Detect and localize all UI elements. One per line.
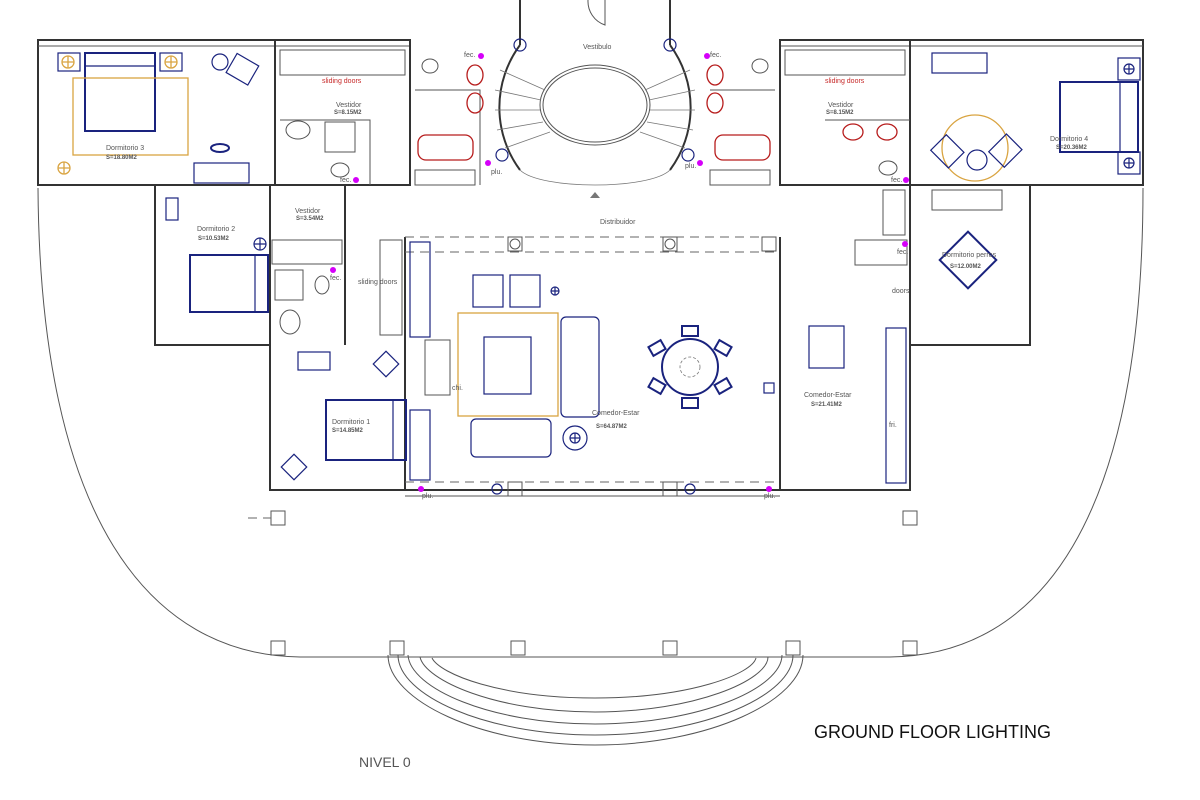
room-area-perros: S=12.00M2	[950, 264, 982, 270]
sanitary-fixtures	[274, 58, 898, 335]
room-label-dorm3: Dormitorio 3	[106, 145, 144, 152]
plan-title: GROUND FLOOR LIGHTING	[814, 722, 1051, 742]
outlet-markers	[330, 53, 909, 492]
room-label-salon: Comedor-Estar	[592, 410, 640, 417]
fec-label: fec.	[464, 52, 475, 59]
room-area-dorm3: S=18.80M2	[106, 155, 138, 161]
entrance-steps	[387, 654, 804, 746]
columns	[270, 510, 918, 656]
plu-label: plu.	[491, 169, 502, 176]
plu-label: plu.	[685, 163, 696, 170]
room-area-dorm1: S=14.85M2	[332, 428, 364, 434]
room-area-vestidor-right: S=8.15M2	[826, 110, 854, 116]
sliding-doors-label: sliding doors	[322, 78, 362, 85]
room-area-vestidor-left: S=8.15M2	[334, 110, 362, 116]
room-label-vestidor-right: Vestidor	[828, 102, 854, 109]
room-label-dorm4: Dormitorio 4	[1050, 136, 1088, 143]
terrace-outline	[37, 187, 1144, 658]
fec-label: fec.	[710, 52, 721, 59]
room-area-vestidor-small: S=3.54M2	[296, 216, 324, 222]
sliding-doors-label: sliding doors	[358, 279, 398, 286]
staircase	[494, 0, 696, 198]
room-label-comedor: Comedor-Estar	[804, 392, 852, 399]
exterior-walls	[37, 39, 1144, 497]
room-label-dorm1: Dormitorio 1	[332, 419, 370, 426]
room-label-perros: Dormitorio perros	[942, 252, 997, 259]
plu-label: plu.	[422, 493, 433, 500]
fec-label: fec.	[891, 177, 902, 184]
wardrobes	[271, 49, 906, 336]
chi-label: chi.	[452, 385, 463, 392]
fec-label: fec.	[897, 249, 908, 256]
room-label-dorm2: Dormitorio 2	[197, 226, 235, 233]
level-label: NIVEL 0	[359, 754, 411, 770]
room-area-comedor: S=21.41M2	[811, 402, 843, 408]
fri-label: fri.	[889, 422, 897, 429]
room-label-vestidor-left: Vestidor	[336, 102, 362, 109]
fec-label: fec.	[340, 177, 351, 184]
fec-label: fec.	[330, 275, 341, 282]
room-label-vestibulo: Vestibulo	[583, 44, 612, 51]
plu-label: plu.	[764, 493, 775, 500]
room-area-dorm4: S=20.36M2	[1056, 145, 1088, 151]
room-label-distribuidor: Distribuidor	[600, 219, 636, 226]
sliding-doors-label: sliding doors	[825, 78, 865, 85]
furniture	[57, 52, 1141, 484]
doors-label: doors	[892, 288, 910, 295]
room-area-dorm2: S=10.53M2	[198, 236, 230, 242]
ceiling-light-icon	[57, 55, 1135, 495]
room-label-vestidor-small: Vestidor	[295, 208, 321, 215]
room-area-salon: S=64.87M2	[596, 424, 628, 430]
